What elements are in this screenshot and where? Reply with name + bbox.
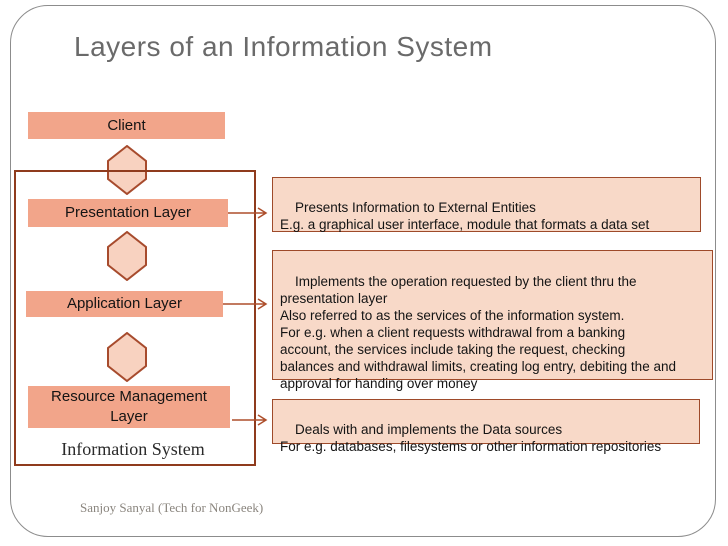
client-box: Client [28, 112, 225, 139]
client-label: Client [107, 116, 146, 134]
slide-title: Layers of an Information System [74, 31, 493, 62]
footer-credit: Sanjoy Sanyal (Tech for NonGeek) [80, 500, 264, 515]
flow-hexagon-icon [107, 231, 147, 281]
presentation-layer-box: Presentation Layer [28, 199, 228, 227]
presentation-description-text: Presents Information to External Entitie… [280, 200, 650, 232]
resource-management-layer-label: Resource Management Layer [51, 388, 207, 425]
application-description-text: Implements the operation requested by th… [280, 274, 676, 391]
information-system-container [14, 170, 256, 466]
application-layer-box: Application Layer [26, 291, 223, 317]
application-layer-label: Application Layer [66, 295, 183, 312]
resource-description-text: Deals with and implements the Data sourc… [280, 422, 662, 454]
application-description-box: Implements the operation requested by th… [272, 250, 713, 391]
resource-description-box: Deals with and implements the Data sourc… [272, 399, 700, 454]
information-system-label: Information System [61, 439, 205, 459]
presentation-description-box: Presents Information to External Entitie… [272, 177, 701, 232]
slide-border [10, 5, 716, 537]
resource-management-layer-box: Resource Management Layer [28, 386, 230, 428]
flow-hexagon-icon [107, 332, 147, 382]
presentation-layer-label: Presentation Layer [65, 204, 191, 221]
